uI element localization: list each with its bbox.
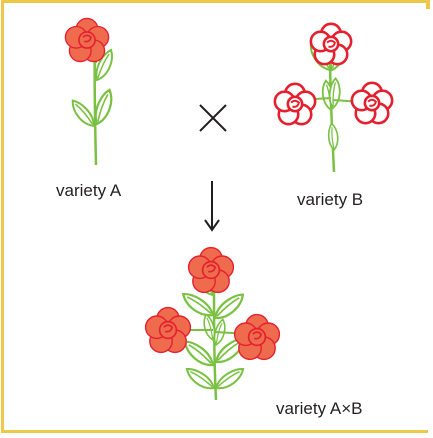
frame-corner — [426, 0, 430, 9]
plant-variety-ab — [144, 246, 281, 401]
plant-variety-a — [64, 17, 123, 166]
label-variety-ab: variety A×B — [276, 399, 363, 418]
label-variety-a: variety A — [56, 181, 122, 200]
down-arrow-icon — [204, 181, 220, 232]
label-variety-b: variety B — [297, 190, 364, 209]
plant-variety-b — [273, 22, 394, 173]
cross-symbol — [199, 104, 227, 132]
